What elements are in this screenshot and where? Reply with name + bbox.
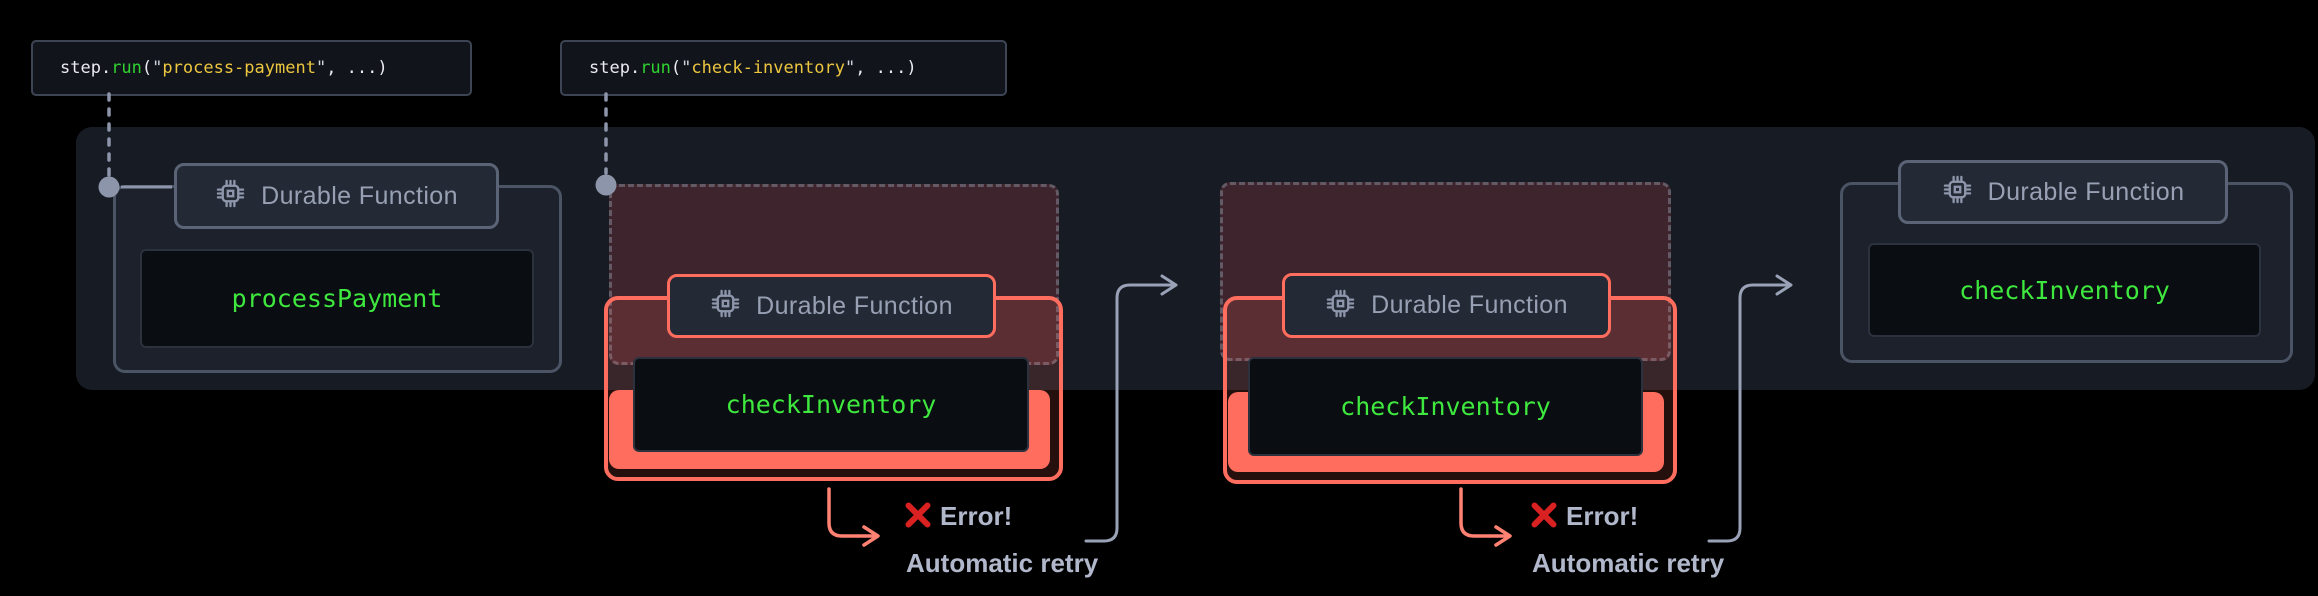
function-name-box: checkInventory: [1248, 357, 1643, 456]
code-token-string: process-payment: [162, 58, 316, 78]
function-name: checkInventory: [725, 390, 937, 419]
automatic-retry-label: Automatic retry: [1532, 548, 1725, 578]
cpu-chip-icon: [710, 288, 741, 324]
function-name: checkInventory: [1340, 392, 1551, 421]
code-token-quote: ": [152, 58, 163, 78]
code-snippet-process-payment: step.run("process-payment", ...): [31, 40, 472, 96]
error-x-icon: [904, 501, 932, 534]
code-token-method: run: [111, 58, 142, 78]
function-name-box: processPayment: [140, 249, 534, 348]
code-token-quote: ": [844, 58, 856, 78]
code-token-paren: (: [670, 58, 682, 78]
code-token-quote: ": [315, 58, 327, 78]
durable-function-badge: Durable Function: [174, 163, 499, 229]
durable-function-badge: Durable Function: [1898, 160, 2228, 224]
error-label: Error!: [940, 501, 1013, 531]
error-arrow: [827, 487, 876, 538]
error-arrowhead: [1494, 525, 1512, 547]
code-token-string: check-inventory: [691, 58, 845, 78]
error-x-icon: [1530, 501, 1558, 534]
function-name-box: checkInventory: [1868, 243, 2261, 337]
automatic-retry-label: Automatic retry: [906, 548, 1099, 578]
cpu-chip-icon: [215, 178, 246, 214]
code-token-rest: , ...): [855, 58, 917, 78]
code-token-quote: ": [681, 58, 692, 78]
error-arrowhead: [862, 525, 880, 547]
durable-function-label: Durable Function: [1987, 177, 2185, 206]
error-arrow: [1459, 487, 1508, 538]
durable-function-label: Durable Function: [261, 181, 458, 210]
function-name-box: checkInventory: [633, 357, 1029, 452]
function-name: checkInventory: [1959, 275, 2170, 305]
durable-function-badge-error: Durable Function: [1282, 273, 1611, 338]
code-token-rest: , ...): [326, 58, 388, 78]
cpu-chip-icon: [1325, 288, 1356, 324]
code-token-object: step.: [589, 58, 641, 78]
code-token-object: step.: [60, 58, 112, 78]
error-label: Error!: [1566, 501, 1639, 531]
durable-function-badge-error: Durable Function: [667, 274, 996, 338]
function-name: processPayment: [231, 284, 443, 313]
code-token-method: run: [640, 58, 671, 78]
durable-function-label: Durable Function: [756, 291, 953, 320]
durable-function-label: Durable Function: [1371, 291, 1568, 319]
code-snippet-check-inventory: step.run("check-inventory", ...): [560, 40, 1007, 96]
cpu-chip-icon: [1942, 174, 1973, 210]
code-token-paren: (: [141, 58, 153, 78]
